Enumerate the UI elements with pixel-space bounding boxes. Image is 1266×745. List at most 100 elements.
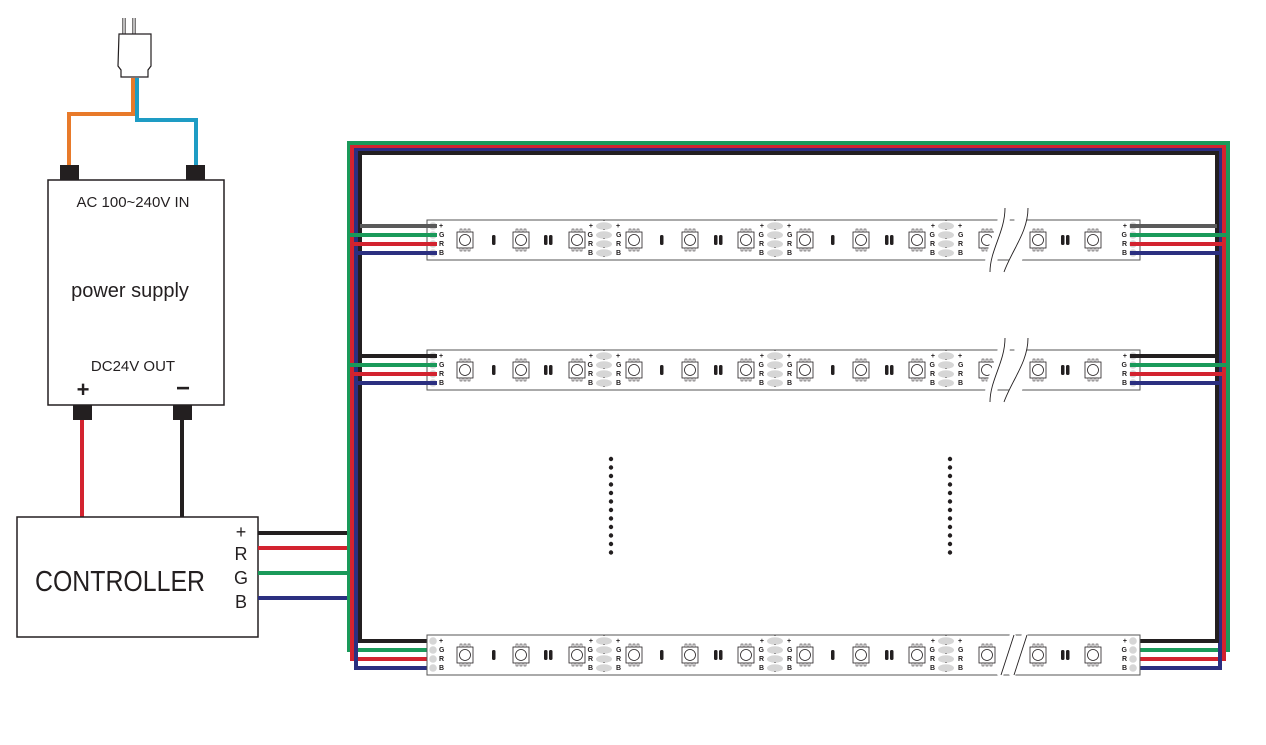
pad-label: +	[931, 353, 935, 360]
led-pin	[981, 643, 985, 648]
break-line	[1003, 207, 1029, 273]
led-pin	[911, 228, 915, 233]
continuation-dot	[947, 541, 953, 547]
led-pin	[744, 358, 748, 363]
solder-pad	[596, 240, 612, 248]
led-pin	[459, 228, 463, 233]
led-lens	[459, 364, 471, 376]
led-pin	[748, 377, 752, 382]
pad-label: G	[787, 232, 793, 239]
led-pin	[523, 643, 527, 648]
led-lens	[515, 649, 527, 661]
led-pin	[748, 228, 752, 233]
ps-minus-label: −	[176, 375, 190, 402]
led-pin	[463, 358, 467, 363]
pad-label: B	[958, 380, 963, 387]
led-chip-icon	[512, 643, 530, 667]
pad-label: +	[616, 638, 620, 645]
led-pin	[636, 247, 640, 252]
pad-label: R	[439, 371, 444, 378]
led-pin	[688, 358, 692, 363]
end-pad	[429, 655, 437, 663]
led-pin	[692, 247, 696, 252]
pad-label: G	[1122, 362, 1128, 369]
led-pin	[799, 228, 803, 233]
led-pin	[1040, 662, 1044, 667]
led-chip-icon	[737, 358, 755, 382]
led-pin	[692, 643, 696, 648]
solder-pad	[938, 379, 954, 387]
led-pin	[459, 358, 463, 363]
led-pin	[985, 358, 989, 363]
led-pin	[799, 247, 803, 252]
pad-label: B	[439, 380, 444, 387]
pad-label: B	[1122, 665, 1127, 672]
solder-pad	[767, 370, 783, 378]
pad-label: B	[439, 665, 444, 672]
led-pin	[919, 643, 923, 648]
led-chip-icon	[852, 358, 870, 382]
pad-label: B	[759, 665, 764, 672]
led-strip: +GRB+GRB+GRB+GRB+GRB+GRB+GRB+GRB	[349, 207, 1228, 276]
pad-label: R	[958, 371, 963, 378]
led-pin	[1040, 377, 1044, 382]
led-pin	[981, 358, 985, 363]
solder-pad	[596, 249, 612, 257]
pad-label: B	[588, 380, 593, 387]
led-lens	[799, 234, 811, 246]
led-pin	[1087, 662, 1091, 667]
led-pin	[684, 662, 688, 667]
led-pin	[1087, 643, 1091, 648]
led-pin	[1036, 228, 1040, 233]
pad-label: +	[958, 353, 962, 360]
led-pin	[863, 358, 867, 363]
led-pin	[1091, 643, 1095, 648]
led-lens	[515, 364, 527, 376]
pad-label: G	[958, 232, 964, 239]
led-pin	[692, 358, 696, 363]
led-pin	[1032, 662, 1036, 667]
pad-label: B	[787, 665, 792, 672]
led-lens	[911, 234, 923, 246]
pad-label: B	[616, 665, 621, 672]
led-lens	[459, 234, 471, 246]
resistor-icon	[714, 365, 718, 375]
led-chip-icon	[1029, 643, 1047, 667]
led-pin	[463, 377, 467, 382]
led-pin	[1032, 358, 1036, 363]
solder-pad	[938, 222, 954, 230]
led-pin	[692, 662, 696, 667]
led-pin	[1040, 643, 1044, 648]
resistor-icon	[660, 235, 664, 245]
led-pin	[803, 643, 807, 648]
ac-terminal-left	[60, 165, 79, 180]
pad-label: B	[588, 665, 593, 672]
led-pin	[459, 662, 463, 667]
solder-pad	[596, 361, 612, 369]
continuation-dot	[608, 524, 614, 530]
pad-label: G	[930, 647, 936, 654]
led-pin	[863, 247, 867, 252]
solder-pad	[938, 352, 954, 360]
led-pin	[571, 377, 575, 382]
led-pin	[807, 662, 811, 667]
continuation-dot	[608, 465, 614, 470]
led-pin	[744, 643, 748, 648]
pad-label: B	[1122, 380, 1127, 387]
pad-label: +	[616, 223, 620, 230]
led-pin	[684, 358, 688, 363]
break-line	[989, 207, 1006, 273]
led-pin	[579, 228, 583, 233]
led-lens	[628, 234, 640, 246]
pad-label: G	[439, 362, 445, 369]
led-pin	[744, 247, 748, 252]
led-pin	[807, 377, 811, 382]
led-chip-icon	[737, 228, 755, 252]
led-pin	[915, 643, 919, 648]
led-pin	[855, 358, 859, 363]
led-lens	[1032, 234, 1044, 246]
bus-wire-frame	[347, 141, 1230, 670]
solder-pad	[596, 231, 612, 239]
led-pin	[575, 377, 579, 382]
pad-label: G	[439, 647, 445, 654]
